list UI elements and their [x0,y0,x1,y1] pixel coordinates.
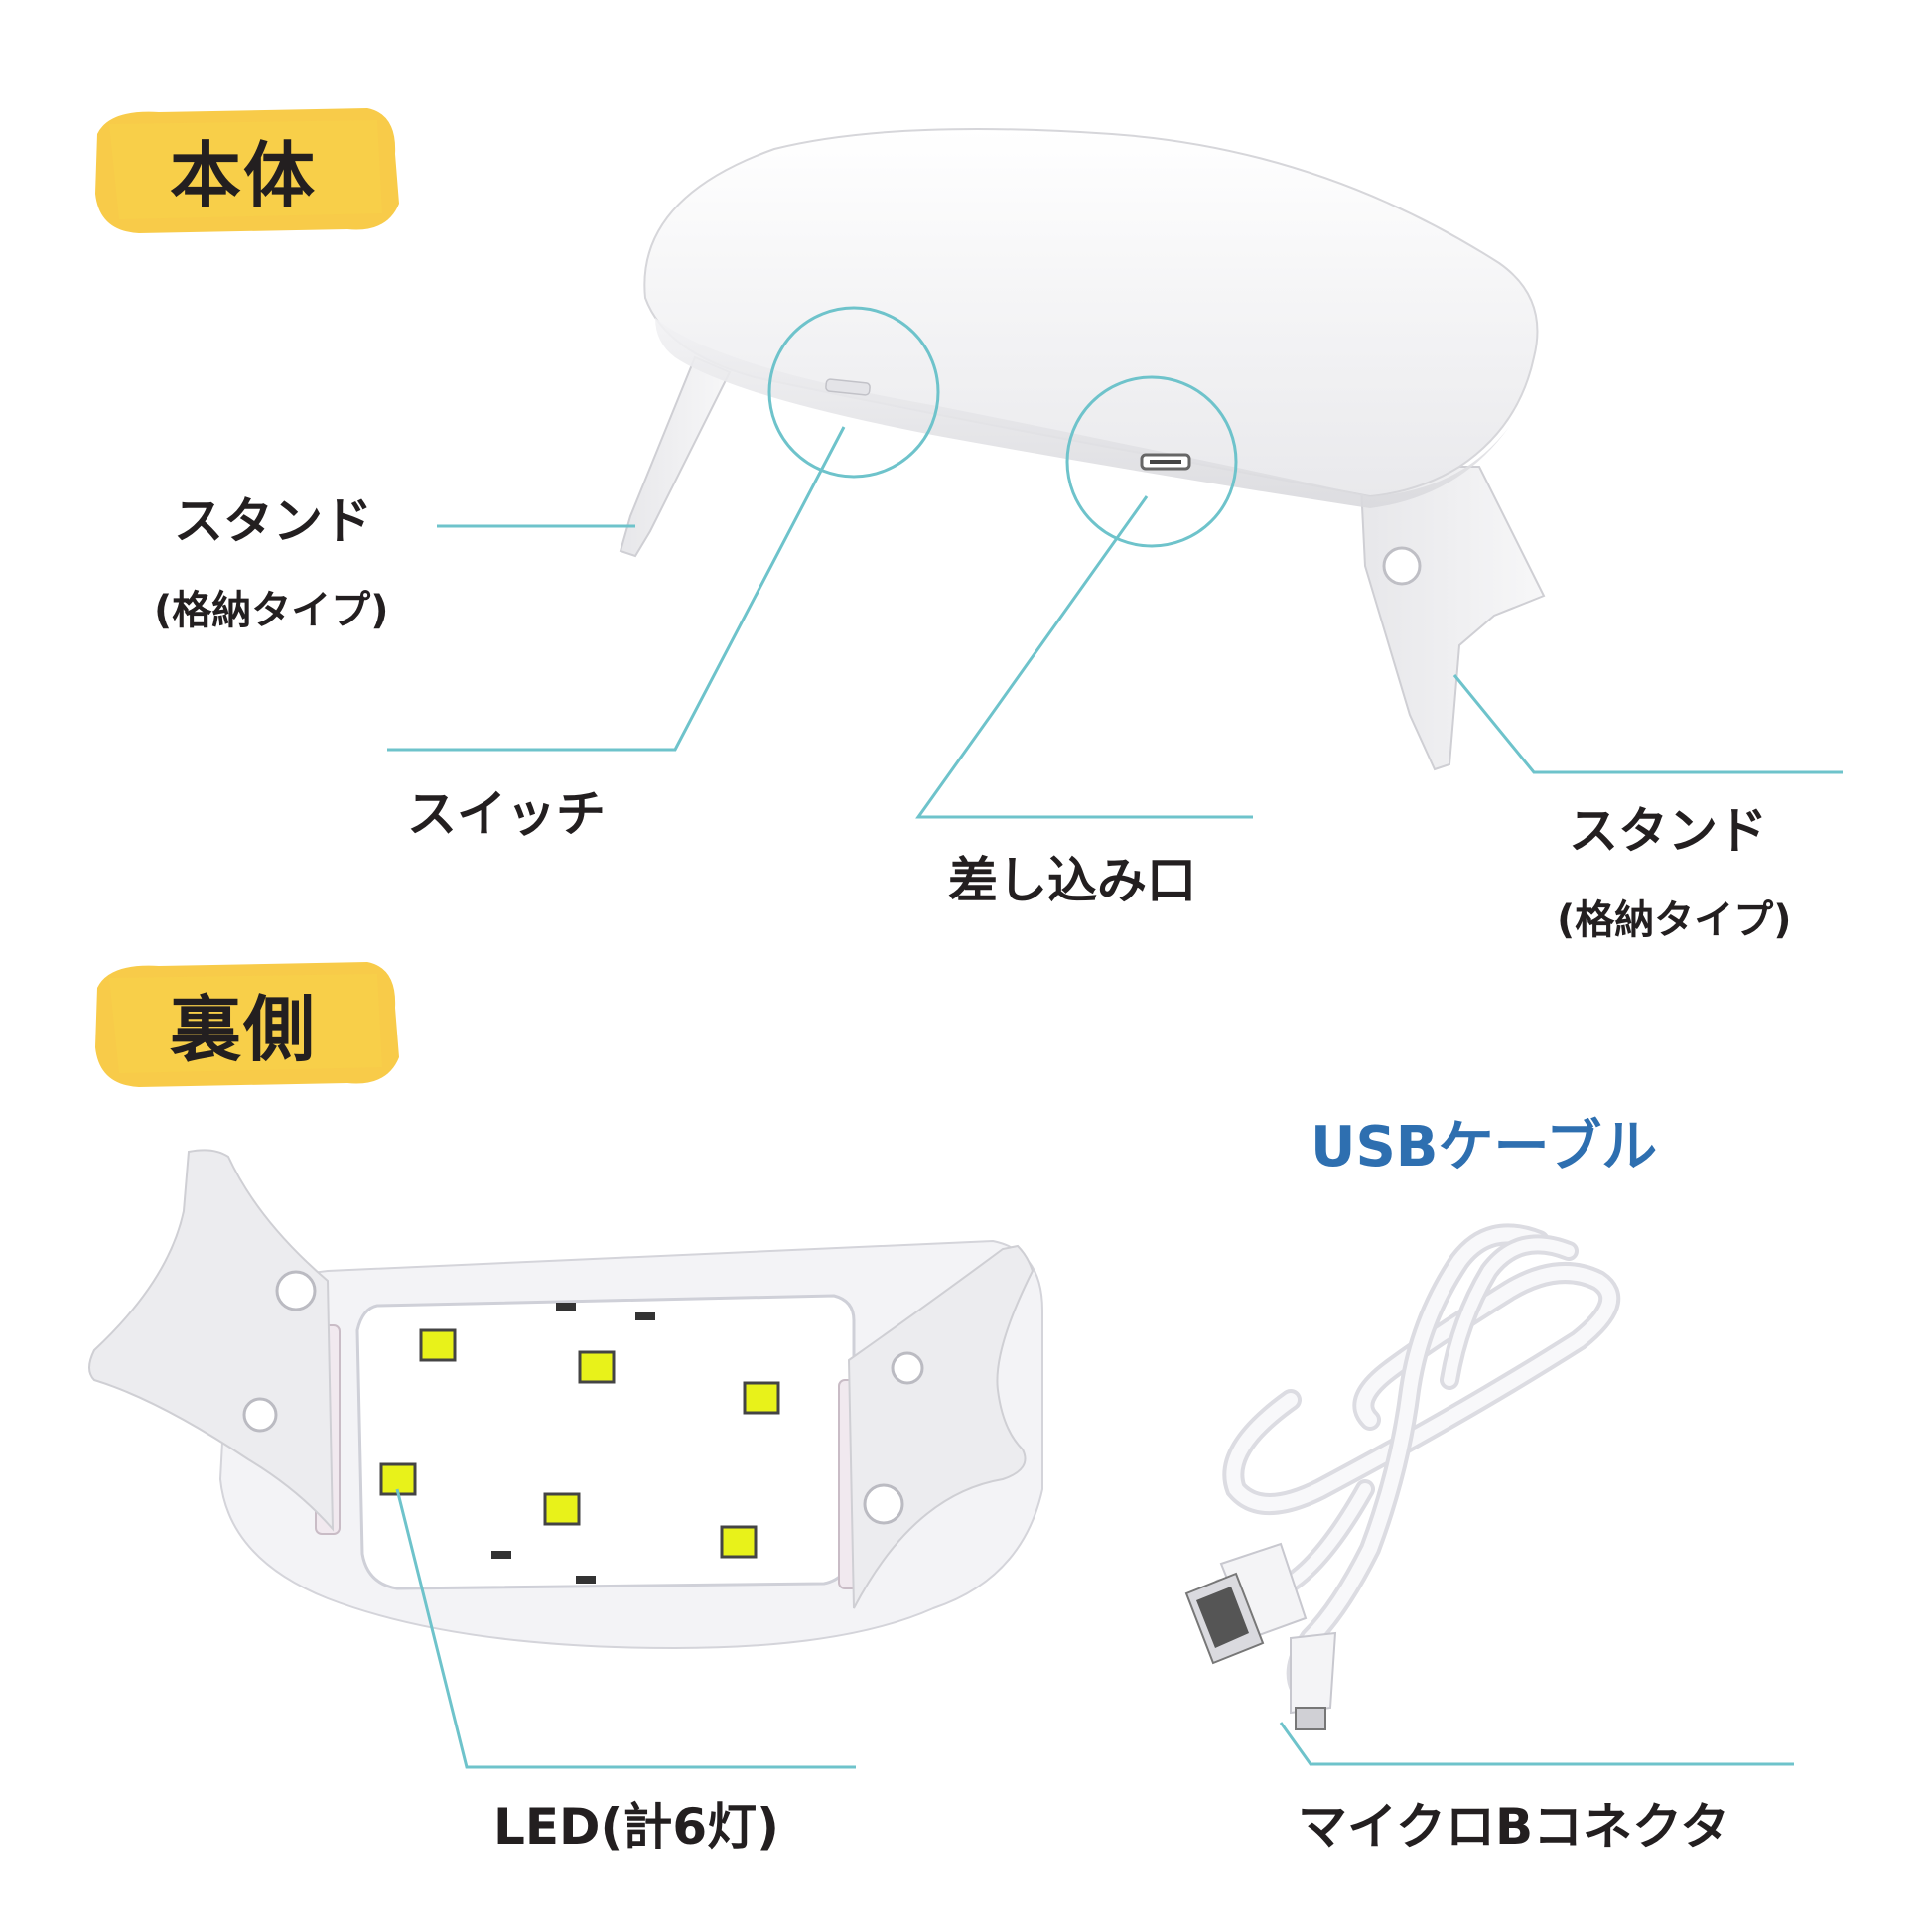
section-title-back: 裏側 [169,987,317,1071]
leader-lines-bottom [395,1488,1794,1769]
switch-highlight-circle [767,306,940,479]
lamp-body-illustration [619,128,1546,771]
section-title-body: 本体 [169,133,317,217]
section-tag-body: 本体 [79,94,407,243]
label-stand-right: スタンド [1569,802,1767,860]
leader-led [395,1488,856,1769]
usb-a-plug [1184,1542,1308,1665]
led-2 [578,1350,616,1384]
brush-highlight-icon [95,108,399,233]
label-led: LED(計6灯) [493,1798,780,1856]
leader-lines-top [387,426,1843,819]
led-5 [543,1492,581,1526]
leader-switch [387,426,846,752]
usb-cable-title: USBケーブル [1311,1115,1658,1179]
leader-port [915,495,1253,819]
label-port: 差し込み口 [948,852,1196,909]
led-array [379,1328,780,1559]
lamp-back-illustration [88,1149,1043,1650]
brush-highlight-icon [95,962,399,1087]
port-highlight-circle [1065,375,1238,548]
led-3 [743,1381,780,1415]
label-stand-left: スタンド [174,492,372,550]
led-1 [419,1328,457,1362]
label-switch: スイッチ [407,785,606,843]
label-stand-left-sub: (格納タイプ) [154,588,389,633]
label-connector: マイクロBコネクタ [1298,1798,1730,1856]
section-tag-back: 裏側 [79,948,407,1097]
leader-stand-right [1452,674,1843,774]
leader-connector [1279,1722,1794,1766]
led-6 [720,1525,758,1559]
label-stand-right-sub: (格納タイプ) [1557,897,1792,943]
micro-b-plug [1290,1631,1337,1730]
